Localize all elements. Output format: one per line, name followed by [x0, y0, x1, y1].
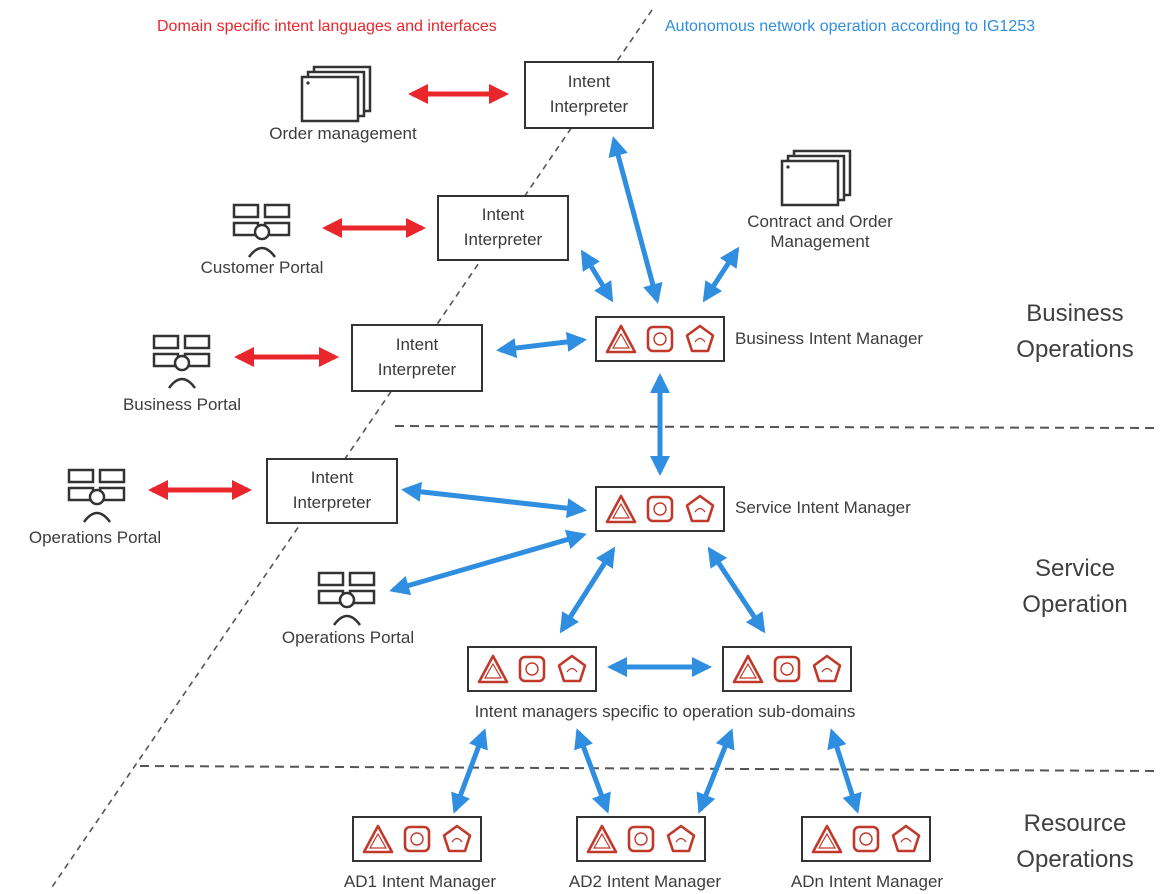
layer-label-resource: Resource Operations [1016, 810, 1134, 873]
subdomain-intent-manager-left [467, 646, 597, 692]
blue-arrow-contract-bim [702, 246, 740, 303]
rounded-square-icon [403, 825, 431, 853]
operations-portal-outer-label: Operations Portal [28, 528, 162, 547]
rounded-square-icon [852, 825, 880, 853]
rounded-square-icon [773, 655, 801, 683]
business-intent-manager [595, 316, 725, 362]
triangle-icon [605, 494, 636, 524]
adn-intent-manager [801, 816, 931, 862]
blue-arrow-sim-sub-right [707, 546, 766, 634]
service-intent-manager-label: Service Intent Manager [735, 498, 911, 517]
ad2-intent-manager [576, 816, 706, 862]
subdomain-managers-label: Intent managers specific to operation su… [474, 702, 856, 721]
blue-arrow-ops-interpreter-sim [401, 481, 587, 519]
pentagon-icon [557, 654, 586, 683]
header-autonomous-operation: Autonomous network operation according t… [665, 18, 1036, 35]
intent-interpreter-business: Intent Interpreter [351, 324, 483, 392]
ad2-intent-manager-label: AD2 Intent Manager [568, 872, 722, 891]
service-intent-manager [595, 486, 725, 532]
intent-interpreter-operations: Intent Interpreter [266, 458, 398, 524]
adn-intent-manager-label: ADn Intent Manager [790, 872, 944, 891]
triangle-icon [362, 824, 393, 854]
portal-icon [317, 571, 376, 626]
intent-interpreter-customer: Intent Interpreter [437, 195, 569, 261]
blue-arrow-sub-adn [827, 728, 862, 814]
header-domain-specific: Domain specific intent languages and int… [157, 18, 497, 35]
portal-icon [232, 203, 291, 258]
intent-interpreter-order: Intent Interpreter [524, 61, 654, 129]
pentagon-icon [685, 494, 714, 523]
rounded-square-icon [627, 825, 655, 853]
layer-label-business: Business Operations [1016, 300, 1134, 363]
triangle-icon [605, 324, 636, 354]
service-resource-divider [139, 765, 1161, 772]
blue-arrow-top-interpreter-bim [608, 136, 663, 304]
blue-arrow-business-interpreter-bim [496, 331, 587, 359]
blue-arrow-sub-ad2-right [696, 728, 735, 814]
blue-arrow-sub-ad1 [451, 728, 488, 814]
application-window-icon [780, 149, 852, 207]
business-service-divider [394, 425, 1161, 429]
application-window-icon [300, 65, 372, 123]
subdomain-intent-manager-right [722, 646, 852, 692]
triangle-icon [732, 654, 763, 684]
domain-divider-line [49, 9, 653, 891]
pentagon-icon [442, 824, 471, 853]
ad1-intent-manager [352, 816, 482, 862]
business-intent-manager-label: Business Intent Manager [735, 329, 924, 348]
blue-arrow-ops-portal-sim [389, 529, 587, 596]
blue-arrow-sim-sub-left [559, 546, 616, 634]
pentagon-icon [685, 324, 714, 353]
pentagon-icon [812, 654, 841, 683]
rounded-square-icon [646, 325, 674, 353]
triangle-icon [586, 824, 617, 854]
portal-icon [152, 334, 211, 389]
pentagon-icon [891, 824, 920, 853]
contract-order-management-label: Contract and Order Management [747, 212, 893, 252]
blue-arrow-customer-interpreter-bim [580, 249, 614, 303]
layer-label-service: Service Operation [1022, 555, 1128, 618]
triangle-icon [477, 654, 508, 684]
rounded-square-icon [518, 655, 546, 683]
order-management-label: Order management [269, 124, 417, 143]
blue-arrow-sub-ad2-left [574, 728, 611, 814]
business-portal-label: Business Portal [122, 395, 242, 414]
rounded-square-icon [646, 495, 674, 523]
triangle-icon [811, 824, 842, 854]
customer-portal-label: Customer Portal [200, 258, 324, 277]
pentagon-icon [666, 824, 695, 853]
ad1-intent-manager-label: AD1 Intent Manager [343, 872, 497, 891]
portal-icon [67, 468, 126, 523]
operations-portal-inner-label: Operations Portal [281, 628, 415, 647]
